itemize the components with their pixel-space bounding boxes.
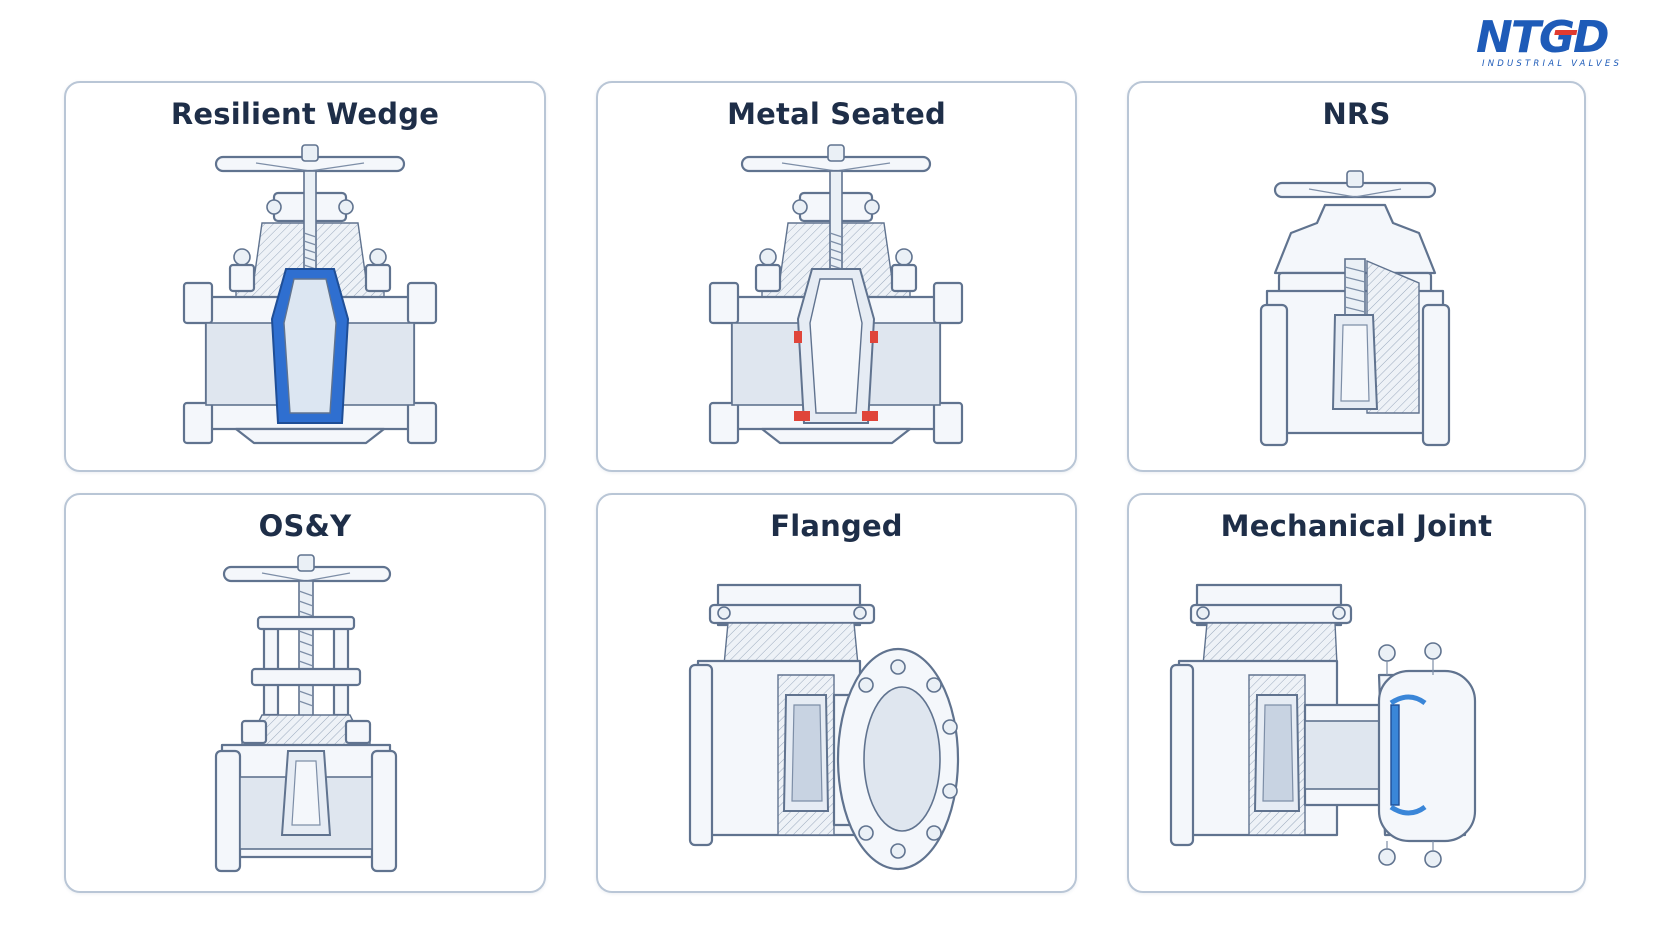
card-resilient-wedge: Resilient Wedge bbox=[64, 81, 546, 472]
card-osy: OS&Y bbox=[64, 493, 546, 893]
ntgd-logo: NTGD INDUSTRIAL VALVES bbox=[1472, 8, 1664, 72]
resilient-wedge-gate-valve-icon bbox=[182, 144, 438, 445]
metal-seated-gate-valve-icon bbox=[708, 144, 964, 445]
nrs-gate-valve-icon bbox=[1259, 170, 1451, 447]
svg-text:INDUSTRIAL VALVES: INDUSTRIAL VALVES bbox=[1482, 59, 1622, 69]
card-title: Mechanical Joint bbox=[1220, 509, 1493, 543]
card-metal-seated: Metal Seated bbox=[596, 81, 1077, 472]
card-title: NRS bbox=[1322, 97, 1391, 131]
card-nrs: NRS bbox=[1127, 81, 1586, 472]
logo-icon: NTGD INDUSTRIAL VALVES bbox=[1476, 12, 1622, 69]
card-title: Metal Seated bbox=[727, 97, 946, 131]
card-mechanical-joint: Mechanical Joint bbox=[1127, 493, 1586, 893]
card-title: OS&Y bbox=[258, 509, 352, 543]
card-flanged: Flanged bbox=[596, 493, 1077, 893]
svg-text:NTGD: NTGD bbox=[1476, 12, 1608, 63]
mechanical-joint-gate-valve-icon bbox=[1169, 583, 1477, 868]
flanged-gate-valve-icon bbox=[688, 583, 960, 871]
card-title: Flanged bbox=[770, 509, 903, 543]
osy-gate-valve-icon bbox=[214, 554, 398, 873]
card-title: Resilient Wedge bbox=[170, 97, 440, 131]
